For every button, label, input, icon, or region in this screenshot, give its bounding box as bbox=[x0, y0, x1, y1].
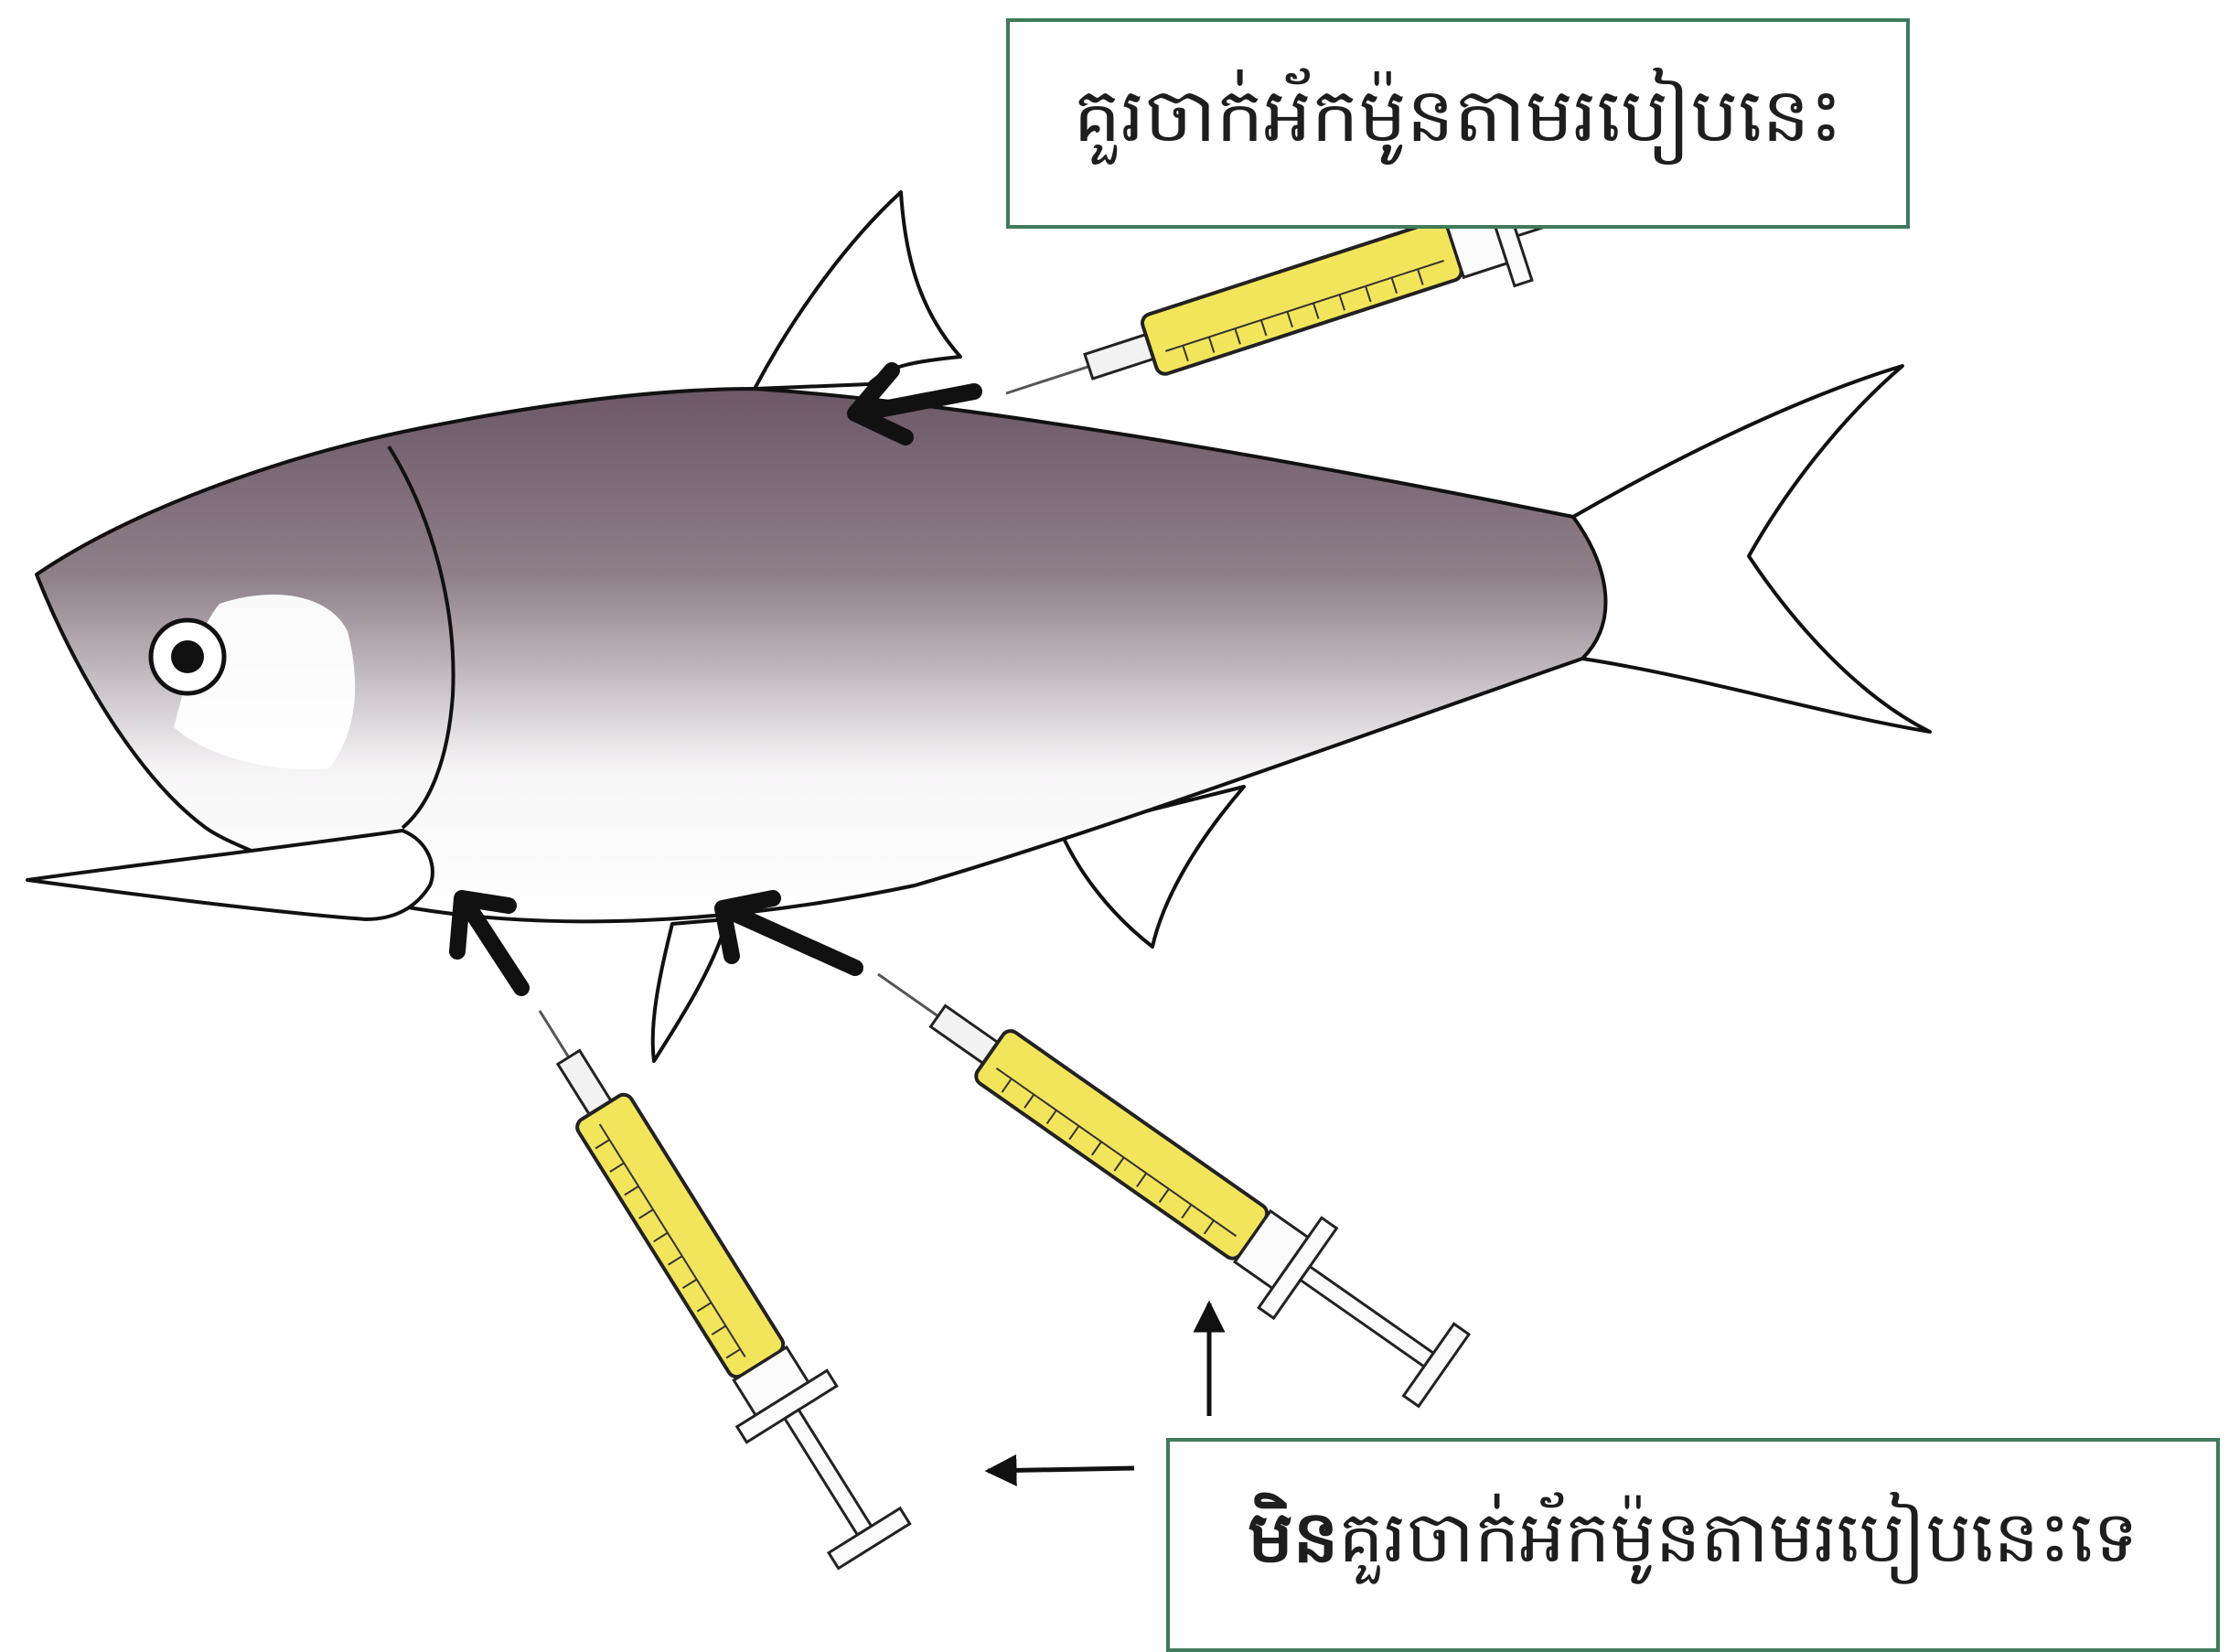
incorrect-method-negation: មិន bbox=[1248, 1493, 1338, 1597]
syringe-incorrect-ventral bbox=[847, 929, 1475, 1415]
pectoral-fin bbox=[27, 831, 433, 919]
fish bbox=[27, 192, 1930, 1061]
incorrect-method-text: គួរចាក់អ័កម៉ូនតាមរបៀបនេះទេ bbox=[1338, 1493, 2138, 1597]
correct-method-label: គួរចាក់អ័កម៉ូនតាមរបៀបនេះ bbox=[1006, 18, 1910, 229]
tail-fin bbox=[1573, 366, 1930, 732]
ventral-fin bbox=[653, 919, 727, 1061]
syringe-incorrect-pectoral bbox=[495, 982, 919, 1574]
eye-pupil bbox=[171, 640, 204, 673]
incorrect-method-label: មិនគួរចាក់អ័កម៉ូនតាមរបៀបនេះទេ bbox=[1166, 1438, 2220, 1652]
dorsal-fin bbox=[755, 192, 960, 389]
correct-method-text: គួរចាក់អ័កម៉ូនតាមរបៀបនេះ bbox=[1073, 69, 1842, 178]
pointer-arrow-left bbox=[988, 1468, 1134, 1471]
